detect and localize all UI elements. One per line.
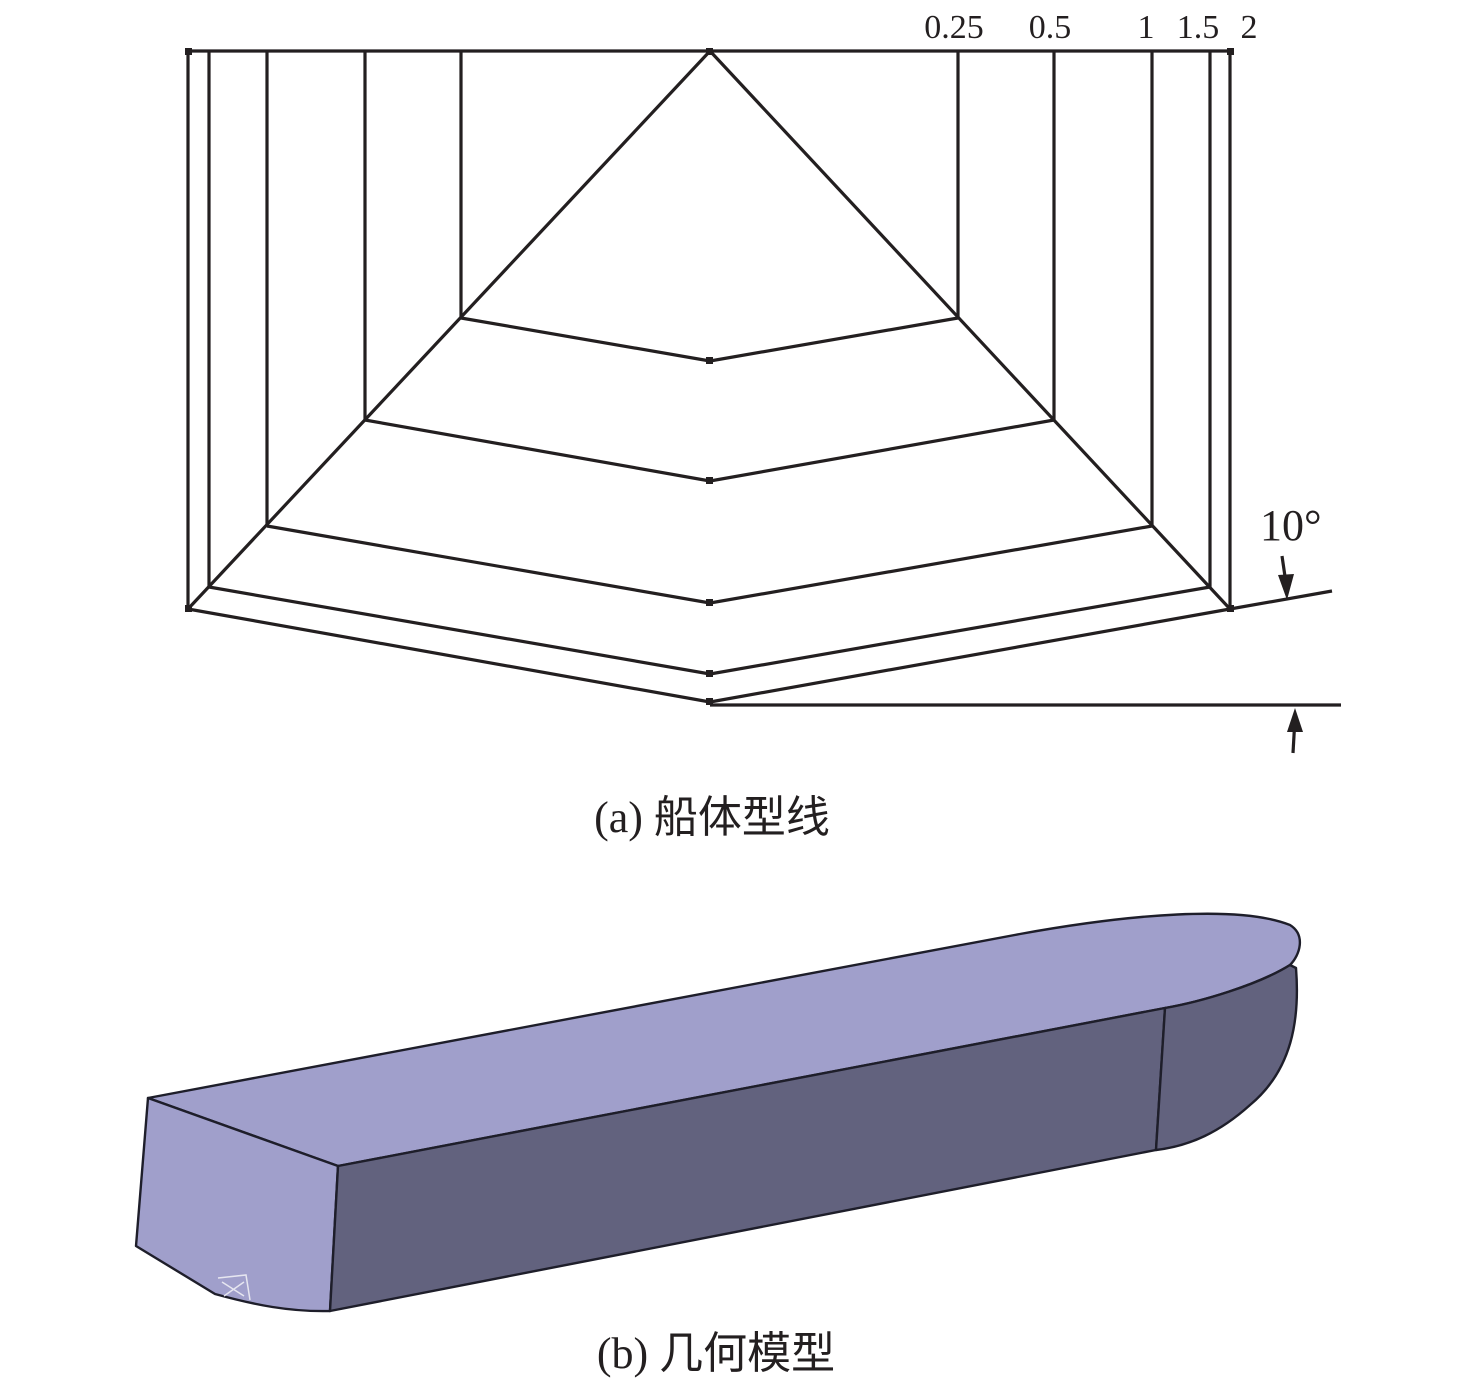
waterline-label-0.5: 0.5: [1029, 9, 1072, 46]
waterline-label-1: 1: [1138, 9, 1155, 46]
caption-b: (b) 几何模型: [597, 1329, 835, 1378]
waterline-label-2: 2: [1241, 9, 1258, 46]
buttock-lines: [207, 51, 1212, 587]
waterline-label-1.5: 1.5: [1177, 9, 1220, 46]
arrow-down-icon: [1278, 574, 1294, 600]
stem-diagonals: [186, 49, 1232, 611]
bow-side-face: [1154, 963, 1299, 1152]
vertex-markers: [185, 48, 1234, 705]
waterline-labels: 0.25 0.5 1 1.5 2: [924, 9, 1257, 46]
deadrise-angle-label: 10°: [1260, 501, 1322, 550]
waterline-sections: [208, 316, 1211, 676]
hull-lines-diagram: 0.25 0.5 1 1.5 2 10° (a) 船体型线: [185, 9, 1341, 842]
arrow-up-icon: [1287, 708, 1303, 732]
waterline-label-0.25: 0.25: [924, 9, 984, 46]
caption-a: (a) 船体型线: [594, 793, 830, 842]
deadrise-angle-annotation: 10°: [710, 501, 1341, 754]
mesh-marks: [217, 1274, 251, 1301]
geometry-model: (b) 几何模型: [134, 912, 1301, 1378]
